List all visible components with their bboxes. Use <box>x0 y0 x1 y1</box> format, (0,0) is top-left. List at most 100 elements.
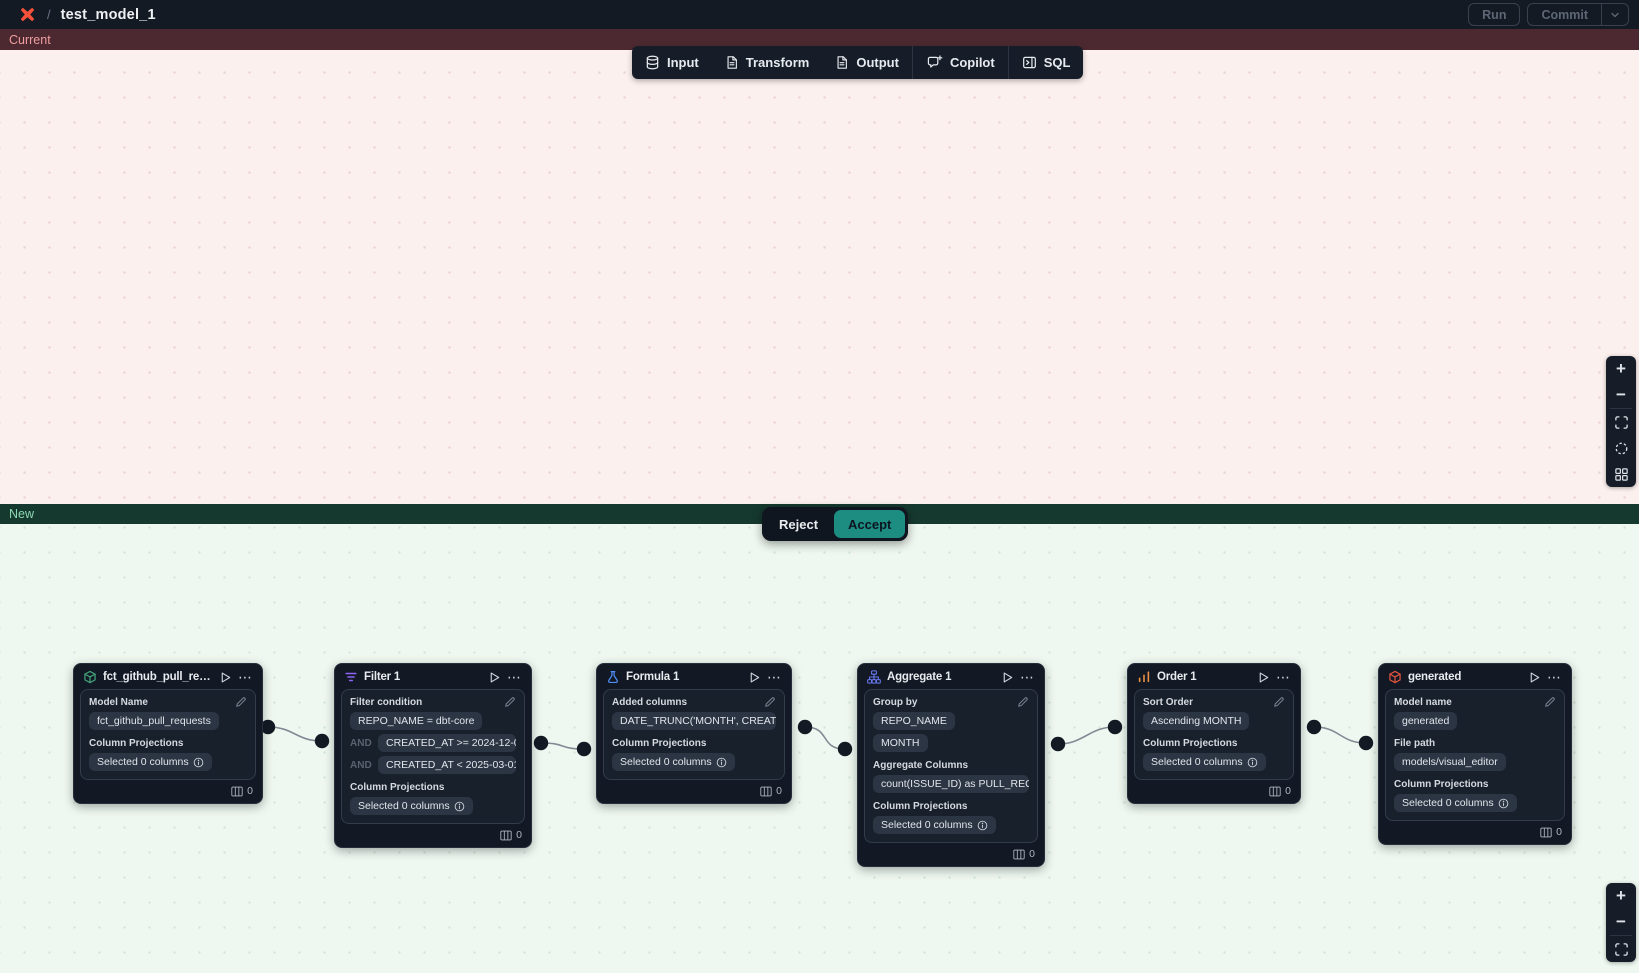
value-pill[interactable]: models/visual_editor <box>1394 753 1506 771</box>
node-field: Column Projections Selected 0 columns <box>873 800 1029 834</box>
columns-icon <box>231 786 243 797</box>
info-icon[interactable] <box>977 820 988 831</box>
value-pill[interactable]: Selected 0 columns <box>89 753 212 771</box>
node-order-1[interactable]: Order 1 ⋯ Sort Order Ascending MONTH Col… <box>1127 663 1301 804</box>
toolbar-item-transform[interactable]: Transform <box>712 46 823 79</box>
zoom-in-button[interactable]: + <box>1616 359 1626 378</box>
columns-icon <box>1269 786 1281 797</box>
pill-row: models/visual_editor <box>1394 753 1556 771</box>
node-menu-button[interactable]: ⋯ <box>1547 669 1562 685</box>
reject-button[interactable]: Reject <box>779 516 819 532</box>
value-pill[interactable]: Selected 0 columns <box>612 753 735 771</box>
row-count: 0 <box>776 785 782 797</box>
value-pill[interactable]: Selected 0 columns <box>1143 753 1266 771</box>
run-node-icon[interactable] <box>1001 671 1014 684</box>
pill-row: Ascending MONTH <box>1143 712 1285 730</box>
connection-handle[interactable] <box>1306 719 1322 735</box>
zoom-out-button[interactable]: − <box>1616 385 1626 404</box>
connection-handle[interactable] <box>1358 735 1374 751</box>
pill-row: generated <box>1394 712 1556 730</box>
edit-icon[interactable] <box>1017 696 1029 708</box>
current-version-banner: Current <box>0 29 1639 50</box>
run-node-icon[interactable] <box>219 671 232 684</box>
node-formula-1[interactable]: Formula 1 ⋯ Added columns DATE_TRUNC('MO… <box>596 663 792 804</box>
connection-handle[interactable] <box>837 741 853 757</box>
node-field: Model name generated <box>1394 696 1556 730</box>
info-icon[interactable] <box>716 757 727 768</box>
condition-operator: AND <box>350 759 372 771</box>
accept-button[interactable]: Accept <box>834 510 906 538</box>
edit-icon[interactable] <box>504 696 516 708</box>
value-pill[interactable]: fct_github_pull_requests <box>89 712 219 730</box>
fit-view-button[interactable] <box>1606 409 1636 435</box>
node-title: Aggregate 1 <box>887 671 952 683</box>
fit-view-icon <box>1614 415 1629 430</box>
node-menu-button[interactable]: ⋯ <box>238 669 253 685</box>
toolbar-item-copilot[interactable]: Copilot <box>913 46 1008 79</box>
auto-layout-button[interactable] <box>1606 461 1636 487</box>
run-node-icon[interactable] <box>488 671 501 684</box>
value-pill[interactable]: Selected 0 columns <box>873 816 996 834</box>
commit-button[interactable]: Commit <box>1541 7 1588 22</box>
node-field: Column Projections Selected 0 columns <box>1394 778 1556 812</box>
new-version-canvas[interactable]: fct_github_pull_requests ⋯ Model Name fc… <box>0 524 1639 973</box>
edit-icon[interactable] <box>1544 696 1556 708</box>
node-fct-github-pull-requests[interactable]: fct_github_pull_requests ⋯ Model Name fc… <box>73 663 263 804</box>
current-banner-label: Current <box>9 32 51 47</box>
toolbar-item-output[interactable]: Output <box>822 46 912 79</box>
value-pill[interactable]: CREATED_AT >= 2024-12-01 <box>378 734 516 752</box>
info-icon[interactable] <box>193 757 204 768</box>
field-label: Model Name <box>89 696 148 708</box>
edit-icon[interactable] <box>235 696 247 708</box>
node-title: Formula 1 <box>626 671 680 683</box>
connection-handle[interactable] <box>533 735 549 751</box>
value-pill[interactable]: REPO_NAME = dbt-core <box>350 712 483 730</box>
node-menu-button[interactable]: ⋯ <box>1276 669 1291 685</box>
toolbar-item-sql[interactable]: SQL <box>1009 46 1084 79</box>
edit-icon[interactable] <box>764 696 776 708</box>
edit-icon[interactable] <box>1273 696 1285 708</box>
app-logo-icon[interactable] <box>18 5 37 24</box>
filter-icon <box>344 670 358 684</box>
zoom-in-button[interactable]: + <box>1616 886 1626 905</box>
aggregate-icon <box>867 670 881 684</box>
locate-button[interactable] <box>1606 435 1636 461</box>
value-pill[interactable]: MONTH <box>873 734 928 752</box>
pill-row: Selected 0 columns <box>89 753 247 771</box>
commit-dropdown-button[interactable] <box>1601 4 1628 25</box>
run-node-icon[interactable] <box>1257 671 1270 684</box>
node-generated[interactable]: generated ⋯ Model name generated File pa… <box>1378 663 1572 845</box>
value-pill[interactable]: REPO_NAME <box>873 712 955 730</box>
node-menu-button[interactable]: ⋯ <box>767 669 782 685</box>
value-pill[interactable]: DATE_TRUNC('MONTH', CREATED_AT… <box>612 712 776 730</box>
toolbar-item-input[interactable]: Input <box>632 46 712 79</box>
connection-handle[interactable] <box>797 719 813 735</box>
connection-handle[interactable] <box>1107 719 1123 735</box>
edge <box>804 726 846 750</box>
connection-handle[interactable] <box>576 741 592 757</box>
node-field: Sort Order Ascending MONTH <box>1143 696 1285 730</box>
current-version-canvas[interactable] <box>0 50 1639 504</box>
canvas-controls-new: +− <box>1606 883 1636 962</box>
connection-handle[interactable] <box>1050 736 1066 752</box>
node-menu-button[interactable]: ⋯ <box>507 669 522 685</box>
value-pill[interactable]: Selected 0 columns <box>350 797 473 815</box>
value-pill[interactable]: Selected 0 columns <box>1394 794 1517 812</box>
pill-row: REPO_NAME = dbt-core <box>350 712 516 730</box>
value-pill[interactable]: count(ISSUE_ID) as PULL_REQUEST_… <box>873 775 1029 793</box>
run-button[interactable]: Run <box>1468 3 1521 26</box>
value-pill[interactable]: CREATED_AT < 2025-03-01 <box>378 756 516 774</box>
value-pill[interactable]: generated <box>1394 712 1458 730</box>
fit-view-button[interactable] <box>1606 936 1636 962</box>
connection-handle[interactable] <box>314 733 330 749</box>
node-menu-button[interactable]: ⋯ <box>1020 669 1035 685</box>
value-pill[interactable]: Ascending MONTH <box>1143 712 1250 730</box>
info-icon[interactable] <box>454 801 465 812</box>
run-node-icon[interactable] <box>1528 671 1541 684</box>
run-node-icon[interactable] <box>748 671 761 684</box>
node-filter-1[interactable]: Filter 1 ⋯ Filter condition REPO_NAME = … <box>334 663 532 848</box>
info-icon[interactable] <box>1247 757 1258 768</box>
zoom-out-button[interactable]: − <box>1616 912 1626 931</box>
info-icon[interactable] <box>1498 798 1509 809</box>
